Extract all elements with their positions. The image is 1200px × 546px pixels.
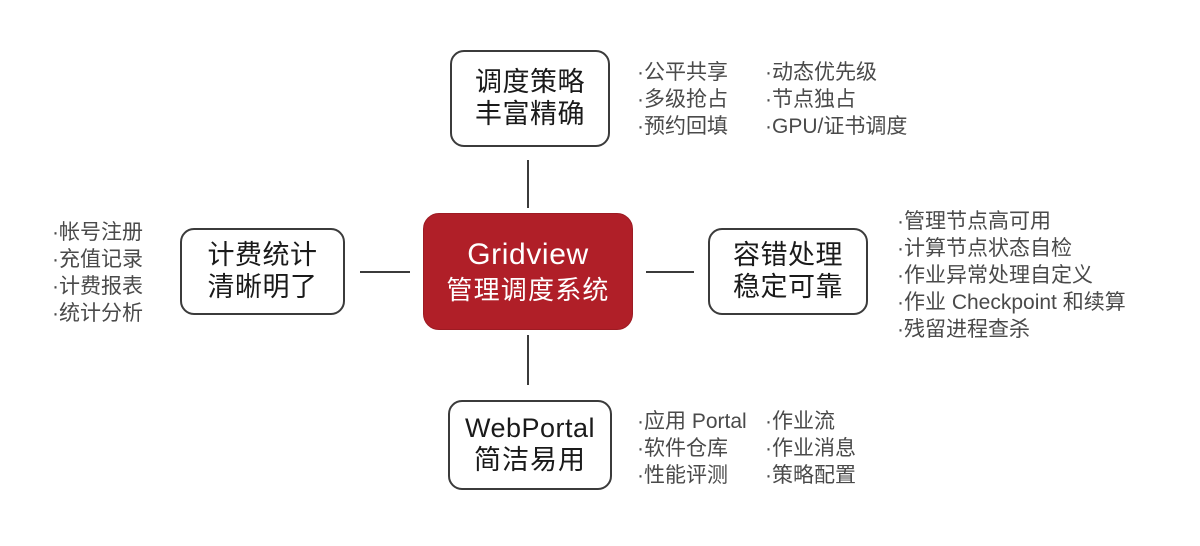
list-item: ·作业异常处理自定义 [897, 264, 1093, 287]
list-item: ·节点独占 [765, 88, 856, 111]
list-item: ·作业 Checkpoint 和续算 [897, 291, 1126, 314]
node-webportal-line2: 简洁易用 [474, 445, 586, 475]
features-webportal-col1: ·应用 Portal ·软件仓库 ·性能评测 [637, 408, 765, 489]
list-item: ·策略配置 [765, 464, 856, 487]
features-fault-tolerance: ·管理节点高可用 ·计算节点状态自检 ·作业异常处理自定义 ·作业 Checkp… [897, 208, 1126, 343]
node-scheduling-policy-line2: 丰富精确 [475, 98, 585, 129]
list-item: ·预约回填 [637, 115, 728, 138]
list-item: ·多级抢占 [637, 88, 728, 111]
list-item: ·充值记录 [52, 248, 143, 271]
features-scheduling-policy-col1: ·公平共享 ·多级抢占 ·预约回填 [637, 59, 765, 140]
features-fault-tolerance-col1: ·管理节点高可用 ·计算节点状态自检 ·作业异常处理自定义 ·作业 Checkp… [897, 208, 1126, 343]
node-billing-statistics-line2: 清晰明了 [207, 271, 318, 302]
features-scheduling-policy: ·公平共享 ·多级抢占 ·预约回填 ·动态优先级 ·节点独占 ·GPU/证书调度 [637, 59, 907, 140]
list-item: ·管理节点高可用 [897, 210, 1051, 233]
node-gridview-core-title: Gridview [467, 237, 589, 271]
list-item: ·软件仓库 [637, 437, 728, 460]
list-item: ·动态优先级 [765, 61, 877, 84]
node-webportal[interactable]: WebPortal 简洁易用 [448, 400, 612, 490]
connector-center-left [360, 271, 410, 273]
node-gridview-core[interactable]: Gridview 管理调度系统 [423, 213, 633, 330]
list-item: ·作业流 [765, 410, 835, 433]
list-item: ·GPU/证书调度 [765, 115, 908, 138]
node-billing-statistics[interactable]: 计费统计 清晰明了 [180, 228, 345, 315]
connector-center-bottom [527, 335, 529, 385]
node-fault-tolerance-line1: 容错处理 [733, 239, 843, 270]
list-item: ·计费报表 [52, 275, 143, 298]
list-item: ·统计分析 [52, 302, 143, 325]
list-item: ·性能评测 [637, 464, 728, 487]
features-webportal: ·应用 Portal ·软件仓库 ·性能评测 ·作业流 ·作业消息 ·策略配置 [637, 408, 856, 489]
connector-center-top [527, 160, 529, 208]
list-item: ·应用 Portal [637, 410, 747, 433]
node-billing-statistics-line1: 计费统计 [207, 239, 318, 270]
list-item: ·残留进程查杀 [897, 318, 1030, 341]
list-item: ·计算节点状态自检 [897, 237, 1072, 260]
features-webportal-col2: ·作业流 ·作业消息 ·策略配置 [765, 408, 856, 489]
list-item: ·公平共享 [637, 61, 728, 84]
node-scheduling-policy-line1: 调度策略 [475, 66, 585, 97]
node-fault-tolerance[interactable]: 容错处理 稳定可靠 [708, 228, 868, 315]
features-scheduling-policy-col2: ·动态优先级 ·节点独占 ·GPU/证书调度 [765, 59, 907, 140]
list-item: ·作业消息 [765, 437, 856, 460]
list-item: ·帐号注册 [52, 221, 143, 244]
node-scheduling-policy[interactable]: 调度策略 丰富精确 [450, 50, 610, 147]
node-fault-tolerance-line2: 稳定可靠 [733, 271, 843, 302]
node-gridview-core-subtitle: 管理调度系统 [446, 275, 610, 306]
features-billing: ·帐号注册 ·充值记录 ·计费报表 ·统计分析 [52, 219, 143, 327]
node-webportal-line1: WebPortal [464, 413, 596, 444]
connector-center-right [646, 271, 694, 273]
features-billing-col1: ·帐号注册 ·充值记录 ·计费报表 ·统计分析 [52, 219, 143, 327]
